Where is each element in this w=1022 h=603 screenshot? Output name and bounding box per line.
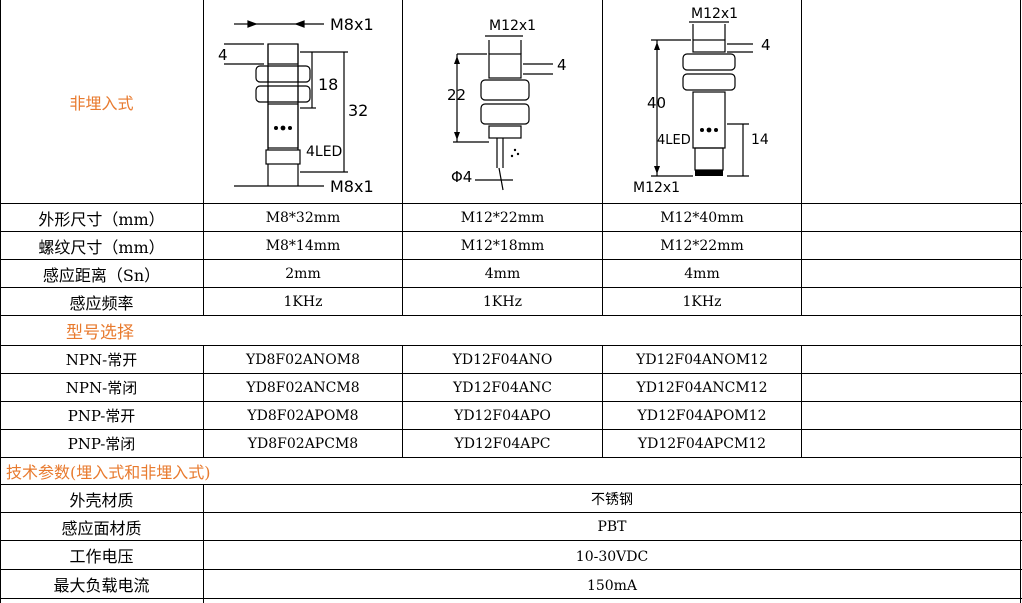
spec-value: 4mm bbox=[484, 265, 521, 282]
spec-value: 4mm bbox=[684, 265, 720, 282]
spec-value: M12*18mm bbox=[460, 237, 545, 254]
col-divider bbox=[402, 345, 403, 457]
diagram-dim-label: 4 bbox=[218, 46, 228, 64]
mount-type-label: 非埋入式 bbox=[69, 93, 134, 113]
spec-value: M12*40mm bbox=[660, 209, 744, 226]
spec-label: 感应频率 bbox=[69, 293, 134, 313]
diagram-dim-label: 32 bbox=[348, 101, 368, 120]
tech-value: 10-30VDC bbox=[575, 549, 649, 565]
row-divider bbox=[0, 203, 1022, 204]
model-section-title: 型号选择 bbox=[66, 323, 134, 343]
col-divider bbox=[602, 345, 603, 457]
row-divider bbox=[0, 512, 1022, 513]
tech-label: 外壳材质 bbox=[69, 490, 134, 510]
col-divider bbox=[402, 0, 403, 315]
spec-label: 螺纹尺寸（mm） bbox=[38, 237, 165, 257]
diagram-thread-label: M12x1 bbox=[489, 18, 536, 34]
sensor-m12-cable-diagram: M12x1 4 22 Φ4 bbox=[447, 18, 567, 191]
row-divider bbox=[0, 345, 1022, 346]
diagram-dim-label: 40 bbox=[647, 94, 666, 112]
row-divider bbox=[0, 540, 1022, 541]
diagram-dim-label: 14 bbox=[751, 132, 769, 148]
diagram-dim-label: 4 bbox=[761, 36, 771, 54]
model-value: YD12F04APOM12 bbox=[637, 407, 767, 424]
row-divider bbox=[0, 569, 1022, 570]
model-value: YD8F02ANOM8 bbox=[246, 351, 360, 368]
spec-value: 1KHz bbox=[483, 293, 522, 310]
row-divider bbox=[0, 373, 1022, 374]
model-value: YD8F02APCM8 bbox=[247, 435, 359, 452]
row-divider bbox=[0, 484, 1022, 485]
diagram-diameter-label: Φ4 bbox=[451, 168, 472, 186]
row-divider bbox=[0, 287, 1022, 288]
tech-label: 感应面材质 bbox=[61, 518, 142, 538]
row-divider bbox=[0, 598, 1022, 599]
sensor-m8-diagram: M8x1 4 18 32 4LED M8x1 bbox=[218, 15, 374, 196]
diagram-dim-label: 4 bbox=[557, 56, 567, 74]
diagram-thread-label: M8x1 bbox=[330, 177, 374, 196]
tech-value: 150mA bbox=[586, 578, 638, 594]
col-divider bbox=[801, 345, 802, 457]
row-divider bbox=[0, 259, 1022, 260]
row-divider bbox=[0, 315, 1022, 316]
row-divider bbox=[0, 429, 1022, 430]
col-divider bbox=[203, 0, 204, 315]
spec-value: M12*22mm bbox=[460, 209, 545, 226]
model-label: NPN-常开 bbox=[65, 351, 138, 369]
model-value: YD8F02APOM8 bbox=[247, 407, 359, 424]
model-label: PNP-常闭 bbox=[67, 435, 136, 453]
model-label: NPN-常闭 bbox=[65, 379, 138, 397]
spec-value: 1KHz bbox=[682, 293, 722, 310]
model-value: YD8F02ANCM8 bbox=[246, 379, 360, 396]
diagram-led-label: 4LED bbox=[657, 133, 691, 148]
tech-value: 不锈钢 bbox=[591, 491, 633, 508]
model-value: YD12F04ANC bbox=[453, 379, 552, 396]
spec-label: 外形尺寸（mm） bbox=[38, 209, 165, 229]
col-divider bbox=[1020, 0, 1021, 603]
model-value: YD12F04ANOM12 bbox=[636, 351, 768, 368]
spec-value: M12*22mm bbox=[660, 237, 744, 254]
row-divider bbox=[0, 401, 1022, 402]
spec-value: M8*32mm bbox=[265, 209, 341, 226]
col-divider bbox=[602, 0, 603, 315]
col-divider bbox=[0, 0, 1, 603]
model-value: YD12F04ANO bbox=[452, 351, 553, 368]
diagram-led-label: 4LED bbox=[306, 144, 342, 160]
spec-value: M8*14mm bbox=[265, 237, 341, 254]
diagram-thread-label: M12x1 bbox=[633, 180, 680, 196]
col-divider bbox=[801, 0, 802, 315]
tech-label: 最大负载电流 bbox=[53, 576, 150, 595]
row-divider bbox=[0, 231, 1022, 232]
spec-value: 2mm bbox=[285, 265, 321, 282]
model-value: YD12F04APC bbox=[454, 435, 551, 452]
model-value: YD12F04APO bbox=[454, 407, 551, 424]
tech-section-title: 技术参数(埋入式和非埋入式) bbox=[6, 463, 211, 482]
spec-label: 感应距离（Sn） bbox=[42, 265, 161, 285]
diagram-thread-label: M12x1 bbox=[691, 6, 738, 22]
spec-value: 1KHz bbox=[283, 293, 323, 310]
row-divider bbox=[0, 457, 1022, 458]
sensor-m12-long-diagram: M12x1 4 40 4LED 14 M12x1 bbox=[633, 6, 771, 196]
diagram-dim-label: 18 bbox=[318, 75, 338, 94]
model-value: YD12F04APCM12 bbox=[637, 435, 767, 452]
diagram-dim-label: 22 bbox=[447, 86, 466, 104]
diagram-thread-label: M8x1 bbox=[330, 15, 374, 34]
col-divider bbox=[203, 484, 204, 603]
model-value: YD12F04ANCM12 bbox=[636, 379, 768, 396]
tech-value: PBT bbox=[597, 518, 627, 535]
col-divider bbox=[203, 345, 204, 457]
model-label: PNP-常开 bbox=[67, 407, 136, 425]
tech-label: 工作电压 bbox=[69, 547, 134, 566]
